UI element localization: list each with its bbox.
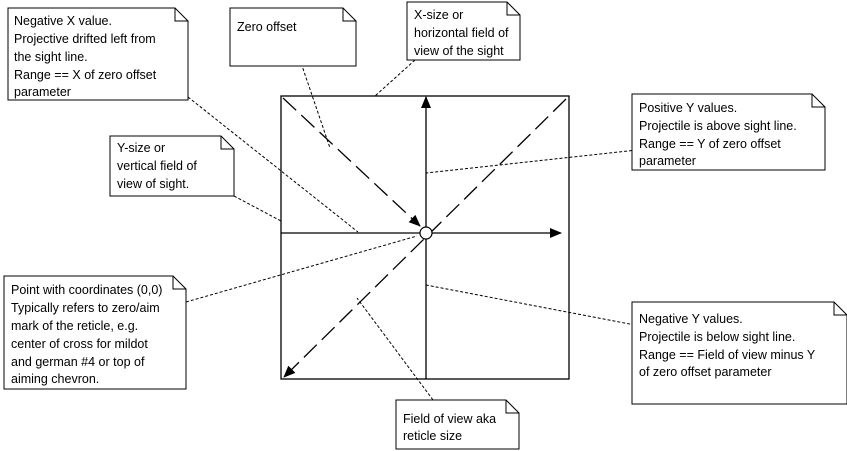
note-negative-y-line-1: Negative Y values. [639, 312, 743, 326]
note-negative-x-line-1: Negative X value. [14, 14, 112, 28]
note-field-of-view-line-2: reticle size [403, 429, 462, 443]
note-origin-point-line-1: Point with coordinates (0,0) [11, 283, 162, 297]
note-negative-y-line-2: Projectile is below sight line. [639, 330, 795, 344]
note-positive-y-line-3: Range == Y of zero offset [639, 137, 781, 151]
note-y-size-line-3: view of sight. [117, 177, 189, 191]
svg-text:Field of view aka reticl: Field of view aka reticle size [403, 412, 500, 443]
note-positive-y-line-4: parameter [639, 154, 696, 168]
note-origin-point-line-5: and german #4 or top of [11, 355, 145, 369]
connector-zero-offset [297, 53, 331, 149]
note-zero-offset-line-1: Zero offset [237, 20, 297, 34]
connector-origin-point [185, 235, 418, 303]
note-positive-y: Positive Y values. Projectile is above s… [631, 93, 826, 171]
field-of-view-diagonal-arrow [283, 98, 567, 378]
note-x-size: X-size or horizontal field of view of th… [406, 1, 521, 61]
note-x-size-line-2: horizontal field of [414, 26, 509, 40]
note-origin-point-line-3: mark of the reticle, e.g. [11, 319, 138, 333]
note-negative-x: Negative X value. Projective drifted lef… [7, 7, 189, 101]
zero-offset-diagonal-arrow [282, 97, 421, 227]
connector-field-of-view [356, 297, 434, 401]
svg-text:Zero offset: Zero offset [237, 20, 297, 34]
note-x-size-line-1: X-size or [414, 8, 463, 22]
connector-negative-x [187, 96, 359, 233]
note-negative-y-line-3: Range == Field of view minus Y [639, 348, 816, 362]
note-negative-x-line-5: parameter [14, 85, 71, 99]
note-negative-y-line-4: of zero offset parameter [639, 365, 771, 379]
connector-negative-y [425, 284, 636, 326]
connector-x-size [374, 59, 416, 97]
svg-text:X-size or horizontal fie: X-size or horizontal field of view of th… [414, 8, 512, 58]
note-origin-point-line-2: Typically refers to zero/aim [11, 301, 160, 315]
note-zero-offset: Zero offset [229, 7, 357, 67]
connector-positive-y [425, 149, 638, 174]
svg-text:Negative X value. Projec: Negative X value. Projective drifted lef… [14, 14, 160, 99]
note-y-size: Y-size or vertical field of view of sigh… [109, 135, 235, 197]
svg-text:Positive Y values. Proje: Positive Y values. Projectile is above s… [639, 101, 800, 168]
note-y-size-line-1: Y-size or [117, 141, 165, 155]
note-origin-point-line-6: aiming chevron. [11, 372, 99, 386]
note-negative-y: Negative Y values. Projectile is below s… [631, 301, 847, 405]
note-negative-x-line-3: the sight line. [14, 50, 88, 64]
connector-y-size [233, 195, 282, 222]
note-origin-point-line-4: center of cross for mildot [11, 337, 148, 351]
svg-text:Y-size or vertical field: Y-size or vertical field of view of sigh… [117, 141, 200, 191]
origin-point-marker [419, 226, 433, 240]
note-origin-point: Point with coordinates (0,0) Typically r… [3, 275, 187, 390]
note-negative-x-line-4: Range == X of zero offset [14, 68, 157, 82]
note-field-of-view-line-1: Field of view aka [403, 412, 496, 426]
svg-text:Negative Y values. Proje: Negative Y values. Projectile is below s… [639, 312, 819, 379]
note-positive-y-line-2: Projectile is above sight line. [639, 119, 797, 133]
note-positive-y-line-1: Positive Y values. [639, 101, 737, 115]
note-field-of-view: Field of view aka reticle size [395, 399, 520, 450]
note-x-size-line-3: view of the sight [414, 44, 504, 58]
note-y-size-line-2: vertical field of [117, 159, 197, 173]
svg-text:Point with coordinates (0,0): Point with coordinates (0,0) Typically r… [11, 283, 166, 386]
note-negative-x-line-2: Projective drifted left from [14, 32, 156, 46]
